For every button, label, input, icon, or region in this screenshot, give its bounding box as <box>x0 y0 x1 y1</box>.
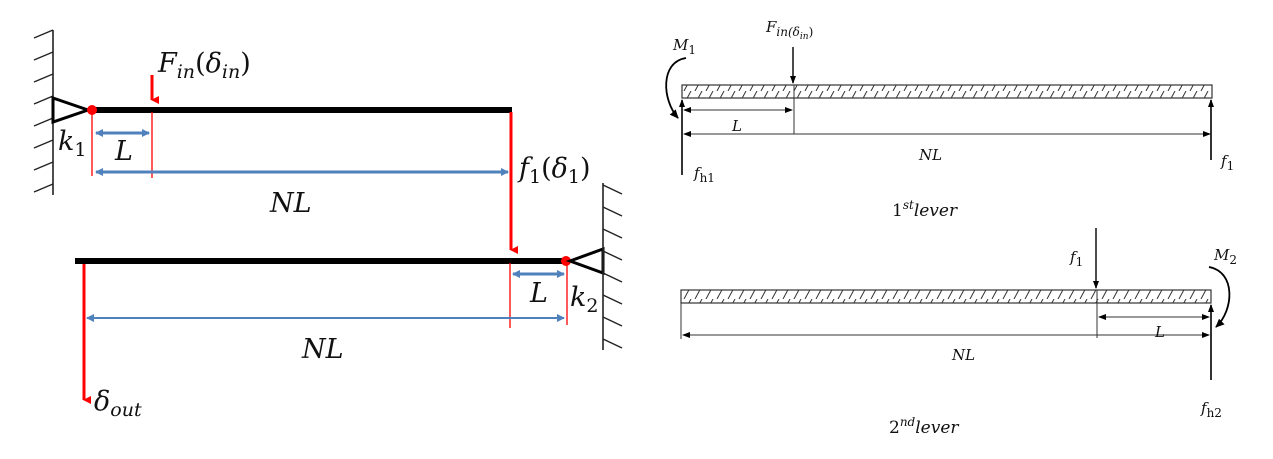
lever1-end-force-label: f1 <box>1220 152 1234 173</box>
lever1-input-force-label: Fin(δin) <box>765 18 813 42</box>
wall-hatch-mark <box>602 184 623 195</box>
lever1-length-NL-label: NL <box>918 146 942 164</box>
pivot-triangle-k1 <box>51 95 93 125</box>
wall-hatch-mark <box>33 51 54 61</box>
lever1-title: 1stlever <box>892 198 958 221</box>
pivot-triangle-k2 <box>565 246 605 276</box>
wall-hatch-mark <box>602 250 623 261</box>
right-wall-support <box>602 183 623 350</box>
paren-open: ( <box>195 48 206 79</box>
wall-hatch-mark <box>33 73 54 83</box>
lever2-length-NL-label: NL <box>951 346 975 364</box>
paren-close: ) <box>240 48 251 79</box>
lever2-moment-arrow <box>1208 266 1231 328</box>
spring-k1-label: k1 <box>58 126 86 161</box>
length-L-bottom-label: L <box>529 278 548 309</box>
length-NL-bottom-label: NL <box>301 334 344 365</box>
lever2-moment-label: M2 <box>1213 246 1237 267</box>
coupling-force-label: f1(δ1) <box>517 153 591 188</box>
lever1-moment-arrow <box>665 57 687 119</box>
wall-hatch-mark <box>33 183 54 193</box>
wall-hatch-mark <box>33 117 54 127</box>
lever1-free-body-diagram: M1 Fin(δin) L NL fh1 f1 1stlever <box>665 18 1234 221</box>
lever2-length-L-label: L <box>1154 323 1165 341</box>
lever1-reaction-label: fh1 <box>693 164 715 185</box>
lever1-length-L-label: L <box>731 117 742 135</box>
wall-hatch-mark <box>33 139 54 149</box>
lever1-beam <box>681 84 1213 99</box>
wall-hatch-mark <box>33 29 54 39</box>
lever1-moment-label: M1 <box>672 36 696 57</box>
lever2-beam <box>680 289 1212 304</box>
lever2-free-body-diagram: f1 M2 L NL fh2 2ndlever <box>680 228 1237 438</box>
left-wall-support <box>33 29 54 195</box>
lever2-input-force-label: f1 <box>1069 248 1083 269</box>
wall-hatch-mark <box>602 294 623 305</box>
wall-hatch-mark <box>602 338 623 349</box>
wall-hatch-mark <box>602 228 623 239</box>
output-displacement-label: δout <box>94 386 142 421</box>
wall-hatch-mark <box>602 206 623 217</box>
spring-k2-label: k2 <box>570 282 598 317</box>
pivot-point-1 <box>87 105 97 115</box>
lever2-title: 2ndlever <box>889 415 959 438</box>
lever2-reaction-label: fh2 <box>1200 399 1222 420</box>
compound-lever-schematic: Fin(δin) k1 L NL f1(δ1) L k2 NL δout <box>33 29 623 421</box>
wall-hatch-mark <box>33 161 54 171</box>
length-L-top-label: L <box>114 136 133 167</box>
wall-hatch-mark <box>33 95 54 105</box>
wall-hatch-mark <box>602 316 623 327</box>
wall-hatch-mark <box>602 272 623 283</box>
input-force-label: Fin(δin) <box>157 48 251 83</box>
length-NL-top-label: NL <box>269 188 312 219</box>
